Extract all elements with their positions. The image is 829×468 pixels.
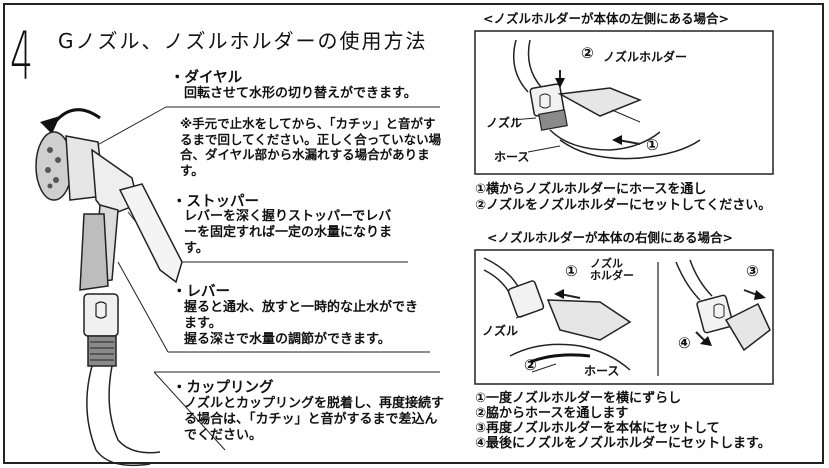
right-step3-marker: ③ bbox=[746, 262, 759, 280]
stopper-heading: ・ストッパー bbox=[172, 194, 259, 210]
instruction-panel bbox=[3, 3, 824, 464]
left-holder-label: ノズルホルダー bbox=[603, 50, 688, 64]
left-case-heading: <ノズルホルダーが本体の左側にある場合> bbox=[483, 11, 729, 26]
lever-heading: ・レバー bbox=[172, 284, 230, 300]
right-step2-marker: ② bbox=[524, 356, 537, 374]
coupling-text: ノズルとカップリングを脱着し、再度接続する場合は、「カチッ」と音がするまで差込ん… bbox=[184, 396, 445, 443]
section-number: 4 bbox=[10, 18, 34, 95]
right-case-heading: <ノズルホルダーが本体の右側にある場合> bbox=[487, 230, 733, 245]
dial-text: 回転させて水形の切り替えができます。 bbox=[184, 86, 417, 101]
dial-note: ※手元で止水をしてから、「カチッ」と音がするまで回してください。正しく合っていな… bbox=[180, 116, 442, 178]
right-step1-marker: ① bbox=[565, 262, 578, 280]
section-title: Gノズル、ノズルホルダーの使用方法 bbox=[58, 29, 428, 53]
right-step-2: ②脇からホースを通します bbox=[475, 406, 629, 421]
right-holder-label: ノズル ホルダー bbox=[590, 257, 634, 282]
right-step-3: ③再度ノズルホルダーを本体にセットして bbox=[475, 421, 720, 436]
left-nozzle-label: ノズル bbox=[486, 116, 523, 130]
left-step-2: ②ノズルをノズルホルダーにセットしてください。 bbox=[475, 198, 772, 213]
lever-text-2: 握る深さで水量の調節ができます。 bbox=[184, 332, 391, 347]
left-hose-label: ホース bbox=[494, 150, 530, 164]
right-step-1: ①一度ノズルホルダーを横にずらし bbox=[475, 391, 682, 406]
left-step1-marker: ① bbox=[646, 136, 659, 154]
right-step4-marker: ④ bbox=[678, 334, 691, 352]
right-step-4: ④最後にノズルをノズルホルダーにセットします。 bbox=[475, 436, 771, 451]
right-nozzle-label: ノズル bbox=[482, 324, 519, 338]
left-step-1: ①横からノズルホルダーにホースを通し bbox=[475, 182, 707, 197]
lever-text-1: 握ると通水、放すと一時的な止水ができます。 bbox=[184, 300, 419, 331]
stopper-text: レバーを深く握りストッパーでレバーを固定すれば一定の水量になります。 bbox=[184, 209, 393, 256]
coupling-heading: ・カップリング bbox=[172, 380, 274, 396]
left-step2-marker: ② bbox=[581, 44, 594, 62]
dial-heading: ・ダイヤル bbox=[170, 70, 243, 86]
right-hose-label: ホース bbox=[584, 364, 620, 378]
